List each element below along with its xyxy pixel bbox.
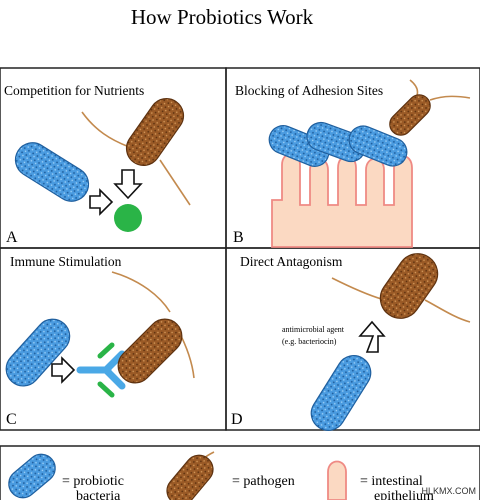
probiotic-bacterium [348,125,408,167]
pathogen-bacterium [389,94,431,136]
pathogen-bacterium [125,98,185,166]
pathogen-flagellum [429,95,471,101]
nutrient-dot [114,204,142,232]
probiotic-bacterium [268,125,330,167]
legend-probiotic-swatch [8,453,56,499]
panel-c-title: Immune Stimulation [10,254,122,269]
probiotic-bacterium [310,355,372,431]
legend-border [0,445,480,500]
panel-d: Direct Antagonism D antimicrobial agent … [231,253,471,431]
panel-a-letter: A [6,229,18,246]
arrow-right-icon [51,356,76,384]
page-title: How Probiotics Work [131,5,314,29]
pathogen-flagellum [159,159,191,206]
panel-c-letter: C [6,411,17,428]
probiotic-bacterium [5,318,71,387]
pathogen-flagellum [331,277,386,301]
legend-epithelium-label: = intestinal [360,474,423,489]
watermark: HLKMX.COM [421,486,476,496]
pathogen-flagellum [81,111,133,149]
panel-b-letter: B [233,229,244,246]
arrow-up-icon [358,320,386,353]
pathogen-flagellum [424,299,471,323]
arrow-down-icon [113,169,143,200]
legend-pathogen-swatch [166,454,214,500]
pathogen-bacterium [117,318,183,384]
pathogen-flagellum [111,271,171,313]
antimicrobial-example-label: (e.g. bacteriocin) [282,337,337,346]
legend-pathogen-label: = pathogen [232,474,295,489]
legend: = probiotic bacteria = pathogen = intest… [8,451,434,500]
legend-epithelium-swatch [327,460,347,500]
panel-b: Blocking of Adhesion Sites B [233,79,471,248]
legend-probiotic-label: = probiotic [62,474,124,489]
legend-probiotic-label-2: bacteria [76,489,121,500]
panel-d-letter: D [231,411,243,428]
pathogen-bacterium [379,253,439,319]
panel-a-title: Competition for Nutrients [4,83,144,98]
arrow-right-icon [89,188,114,216]
panel-d-title: Direct Antagonism [240,254,343,269]
intestinal-epithelium [271,152,413,248]
panel-a: Competition for Nutrients A [4,83,191,246]
antibody-icon [76,342,126,398]
panel-d-border [225,247,480,431]
legend-epithelium-label-2: epithelium [374,489,434,500]
panel-c: Immune Stimulation C [5,254,195,428]
antimicrobial-label: antimicrobial agent [282,325,345,334]
panel-b-title: Blocking of Adhesion Sites [235,83,383,98]
probiotic-bacterium [14,142,90,202]
